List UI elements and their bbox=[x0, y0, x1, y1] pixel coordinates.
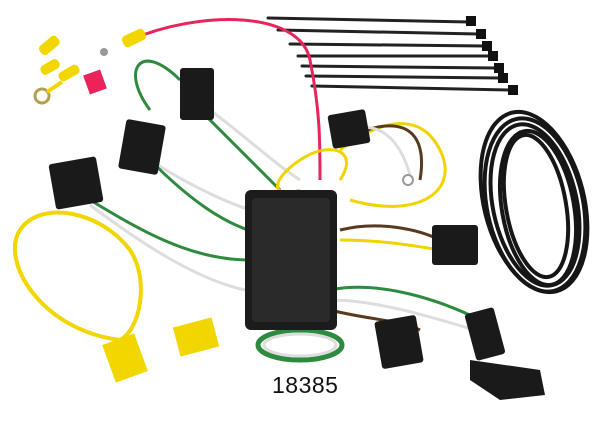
fuse-holder-cap bbox=[172, 317, 220, 357]
connector-right bbox=[432, 225, 478, 265]
connector-bottom-right bbox=[464, 307, 506, 361]
yellow-wire-loop bbox=[13, 210, 143, 342]
connector-right-upper bbox=[327, 109, 371, 149]
connector-left-upper bbox=[118, 119, 166, 175]
connector-top bbox=[180, 68, 214, 120]
connector-left bbox=[48, 156, 104, 210]
connector-bottom bbox=[374, 315, 424, 369]
coiled-wire bbox=[478, 109, 590, 295]
zip-ties bbox=[266, 16, 512, 92]
small-parts bbox=[33, 28, 147, 105]
ring-terminal bbox=[402, 174, 414, 186]
zip-tie-heads bbox=[466, 16, 518, 95]
part-number-label: 18385 bbox=[272, 372, 339, 398]
fuse-holder bbox=[102, 333, 148, 383]
dust-cover bbox=[470, 360, 545, 400]
connectors bbox=[48, 68, 545, 400]
